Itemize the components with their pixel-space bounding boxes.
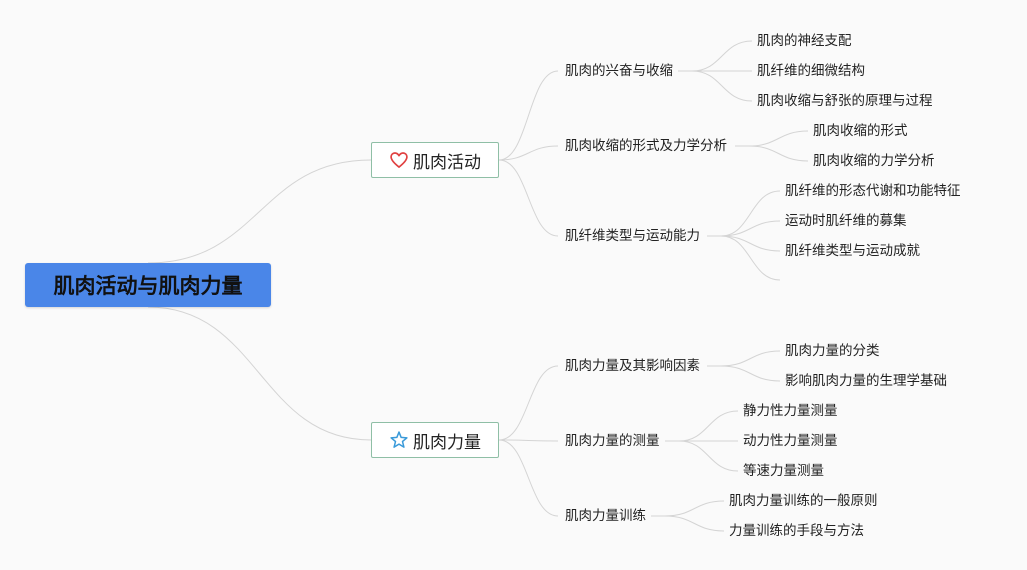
leaf-topic[interactable]: 肌肉收缩的力学分析 — [813, 153, 935, 169]
connector-subtopic-leaf — [720, 190, 781, 237]
connector-subtopic-leaf — [748, 130, 809, 147]
connector-subtopic-leaf — [720, 235, 781, 281]
connector-subtopic-leaf — [720, 350, 781, 367]
connector-subtopic-leaf — [691, 40, 753, 72]
leaf-topic[interactable]: 动力性力量测量 — [743, 433, 838, 449]
leaf-topic[interactable]: 肌肉的神经支配 — [757, 33, 852, 49]
connector-subtopic-leaf — [691, 70, 753, 102]
leaf-topic[interactable]: 等速力量测量 — [743, 463, 824, 479]
leaf-topic[interactable]: 肌肉力量的分类 — [785, 343, 880, 359]
leaf-topic[interactable]: 肌肉力量训练的一般原则 — [729, 493, 878, 509]
subtopic-fiber-types[interactable]: 肌纤维类型与运动能力 — [565, 228, 700, 244]
leaf-topic[interactable]: 静力性力量测量 — [743, 403, 838, 419]
connector-root-branch — [147, 306, 372, 441]
root-topic[interactable]: 肌肉活动与肌肉力量 — [25, 263, 271, 307]
subtopic-strength-training[interactable]: 肌肉力量训练 — [565, 508, 646, 524]
leaf-topic[interactable]: 运动时肌纤维的募集 — [785, 213, 907, 229]
leaf-topic[interactable]: 肌肉收缩的形式 — [813, 123, 908, 139]
connector-subtopic-leaf — [664, 500, 725, 517]
branch-label: 肌肉力量 — [413, 432, 481, 453]
leaf-topic[interactable]: 肌纤维类型与运动成就 — [785, 243, 920, 259]
connector-subtopic-leaf — [720, 365, 781, 382]
branch-muscle-strength[interactable]: 肌肉力量 — [371, 422, 499, 458]
connector-branch-subtopic — [498, 439, 559, 517]
connector-subtopic-leaf — [678, 410, 739, 442]
connector-subtopic-leaf — [720, 235, 781, 252]
heart-icon — [389, 150, 409, 170]
connector-branch-subtopic — [498, 70, 559, 161]
leaf-topic[interactable]: 力量训练的手段与方法 — [729, 523, 864, 539]
leaf-topic[interactable]: 影响肌肉力量的生理学基础 — [785, 373, 947, 389]
root-topic-label: 肌肉活动与肌肉力量 — [53, 274, 243, 298]
leaf-topic[interactable]: 肌纤维的细微结构 — [757, 63, 865, 79]
connector-subtopic-leaf — [748, 145, 809, 162]
connector-branch-subtopic — [498, 145, 559, 161]
leaf-topic[interactable]: 肌纤维的形态代谢和功能特征 — [785, 183, 961, 199]
leaf-topic[interactable]: 肌肉收缩与舒张的原理与过程 — [757, 93, 933, 109]
connector-subtopic-leaf — [664, 515, 725, 532]
connector-branch-subtopic — [498, 159, 559, 237]
connector-branch-subtopic — [498, 365, 559, 441]
connector-root-branch — [147, 159, 372, 264]
connector-subtopic-leaf — [720, 220, 781, 237]
connector-subtopic-leaf — [678, 440, 739, 472]
branch-muscle-activity[interactable]: 肌肉活动 — [371, 142, 499, 178]
subtopic-excitation-contraction[interactable]: 肌肉的兴奋与收缩 — [565, 63, 673, 79]
branch-label: 肌肉活动 — [413, 152, 481, 173]
subtopic-contraction-forms[interactable]: 肌肉收缩的形式及力学分析 — [565, 138, 727, 154]
subtopic-strength-measurement[interactable]: 肌肉力量的测量 — [565, 433, 660, 449]
subtopic-strength-factors[interactable]: 肌肉力量及其影响因素 — [565, 358, 700, 374]
star-icon — [389, 430, 409, 450]
connector-branch-subtopic — [498, 439, 559, 442]
